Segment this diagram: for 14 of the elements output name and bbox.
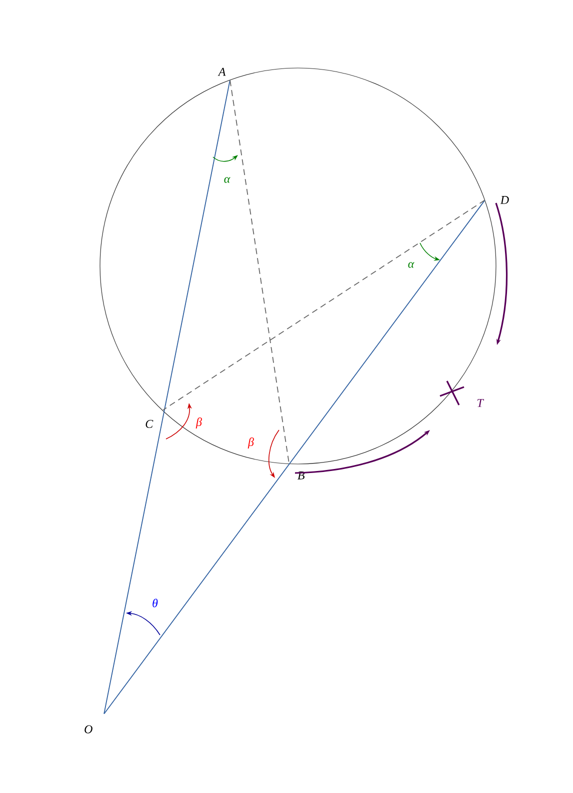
point-label: T — [477, 399, 484, 407]
dashed-line — [230, 80, 290, 464]
line-segment — [104, 200, 486, 714]
point-label: D — [500, 196, 509, 204]
angle-label: θ — [152, 598, 158, 608]
point-label: O — [84, 725, 92, 734]
angle-label: α — [224, 177, 230, 183]
angle-label: β — [196, 418, 202, 428]
dashed-line — [162, 200, 486, 410]
angle-label: β — [248, 438, 254, 448]
point-label: C — [146, 420, 154, 428]
point-label: A — [218, 68, 226, 76]
line-segment — [104, 80, 230, 714]
angle-label: α — [408, 262, 414, 268]
